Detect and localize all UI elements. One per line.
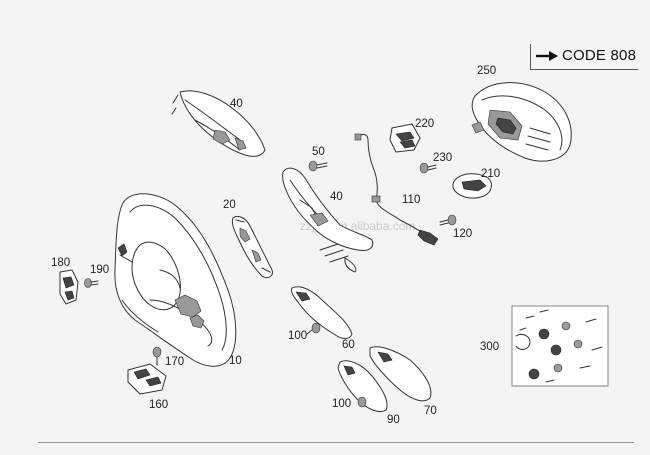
label-p100b: 100 bbox=[332, 398, 351, 410]
screw-230-illustration bbox=[419, 162, 437, 174]
label-p40b: 40 bbox=[330, 191, 343, 203]
label-p60: 60 bbox=[342, 339, 355, 351]
spoke-frame-illustration bbox=[282, 167, 374, 273]
label-p10: 10 bbox=[229, 355, 242, 367]
label-p100a: 100 bbox=[288, 330, 307, 342]
screw-120-illustration bbox=[439, 214, 457, 226]
label-p180: 180 bbox=[51, 257, 70, 269]
switch-160-illustration bbox=[127, 363, 167, 395]
label-p210: 210 bbox=[481, 168, 500, 180]
label-p50: 50 bbox=[312, 146, 325, 158]
hardware-kit-illustration bbox=[511, 305, 609, 387]
label-p170: 170 bbox=[165, 356, 184, 368]
label-p40a: 40 bbox=[230, 98, 243, 110]
paddle-180-illustration bbox=[59, 269, 79, 305]
label-p20: 20 bbox=[223, 199, 236, 211]
airbag-module-illustration bbox=[471, 82, 572, 162]
label-p160: 160 bbox=[149, 399, 168, 411]
right-arrow-icon bbox=[535, 49, 559, 63]
steering-wheel-illustration bbox=[114, 193, 237, 367]
rear-cover-illustration bbox=[171, 90, 266, 157]
bolt-50-illustration bbox=[308, 160, 328, 172]
lower-frame-illustration bbox=[231, 215, 273, 279]
label-p250: 250 bbox=[477, 65, 496, 77]
label-p190: 190 bbox=[90, 264, 109, 276]
label-p220: 220 bbox=[415, 118, 434, 130]
label-p90: 90 bbox=[387, 414, 400, 426]
bottom-divider bbox=[38, 442, 634, 443]
cable-harness-illustration bbox=[354, 133, 439, 246]
clockspring-210-illustration bbox=[452, 173, 492, 199]
label-p230: 230 bbox=[433, 152, 452, 164]
label-p300: 300 bbox=[480, 341, 499, 353]
label-p110: 110 bbox=[402, 194, 420, 206]
switch-cover-60-illustration bbox=[290, 286, 353, 339]
code-box bbox=[530, 44, 638, 70]
switch-cover-90-illustration bbox=[337, 360, 388, 413]
screw-190-illustration bbox=[84, 278, 99, 288]
screw-170-illustration bbox=[152, 346, 162, 366]
switch-220-illustration bbox=[389, 123, 421, 153]
label-p120: 120 bbox=[453, 228, 472, 240]
screw-100b-illustration bbox=[357, 396, 367, 408]
code-label: CODE 808 bbox=[562, 47, 637, 64]
switch-cover-70-illustration bbox=[369, 346, 432, 402]
screw-100a-illustration bbox=[306, 322, 321, 335]
part-labels: 10 20 40 40 50 60 70 90 100 100 110 120 … bbox=[51, 65, 500, 426]
label-p70: 70 bbox=[424, 405, 437, 417]
